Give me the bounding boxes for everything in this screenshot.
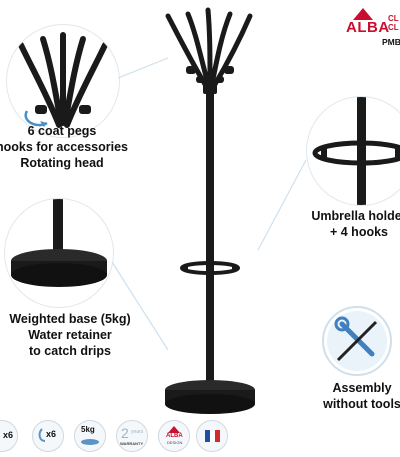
umbrella-line-1: Umbrella holder [311,209,400,223]
base-icon [81,439,99,445]
france-flag-icon [205,430,220,442]
hook-icon [38,428,46,442]
umbrella-callout: Umbrella holder + 4 hooks [294,208,400,240]
pegs-line-1: 6 coat pegs [27,124,97,138]
base-line-3: to catch drips [29,344,111,358]
pegs-callout: 6 coat pegs hooks for accessories Rotati… [0,123,142,171]
umbrella-holder-image [312,97,400,205]
warranty-years-label: years [131,429,144,435]
base-line-1: Weighted base (5kg) [9,312,131,326]
assembly-line-1: Assembly [332,381,392,395]
triangle-icon [168,426,180,433]
brand-name: ALBA [346,19,390,36]
pegs-line-2: hooks for accessories [0,140,128,154]
base-line-2: Water retainer [28,328,112,342]
brand-tagline-1: CL [388,14,399,23]
weight-badge: 5kg [74,420,106,452]
rotating-head-image [18,32,108,128]
hooks-count-label: x6 [46,429,57,439]
weight-label: 5kg [81,425,95,434]
warranty-years: 2 [121,425,129,441]
pegs-line-3: Rotating head [20,156,104,170]
weighted-base-image [11,199,107,287]
assembly-callout: Assembly without tools [312,380,400,412]
design-brand: ALBA [166,433,183,439]
assembly-circle [322,306,392,376]
base-callout: Weighted base (5kg) Water retainer to ca… [0,311,144,359]
brand-logo: ALBA CL CL PMB [346,4,400,47]
head-detail-circle [6,24,120,138]
design-label: DESIGN [167,440,183,445]
pegs-count-label: x6 [3,430,14,440]
hooks-count-badge: x6 [32,420,64,452]
alba-logo-icon [353,8,373,20]
umbrella-detail-circle [306,96,400,206]
coat-stand-image [165,7,255,414]
wrench-icon [327,311,387,371]
design-badge: ALBA DESIGN [158,420,190,452]
base-detail-circle [4,198,114,308]
pegs-count-badge: x6 [0,420,18,452]
assembly-line-2: without tools [323,397,400,411]
model-code: PMB [382,37,400,47]
umbrella-line-2: + 4 hooks [329,225,388,239]
warranty-word: WARRANTY [120,441,144,446]
france-flag-badge [196,420,228,452]
warranty-badge: 2 years WARRANTY [116,420,148,452]
brand-tagline-2: CL [388,23,399,32]
